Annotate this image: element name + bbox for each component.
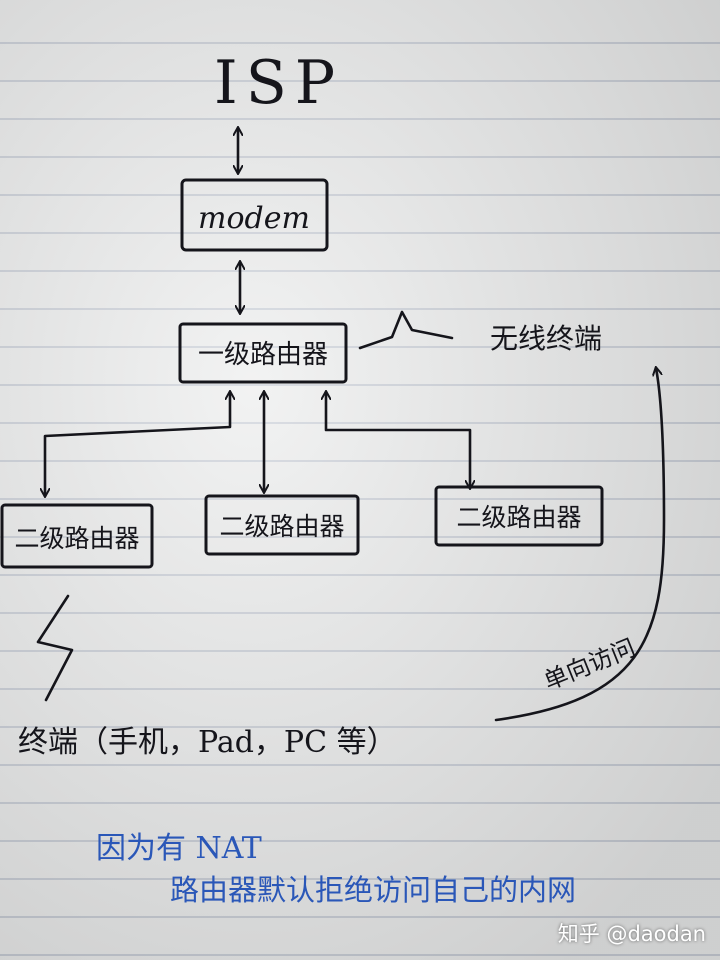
wireless-signal-icon [358, 310, 454, 350]
secondary-router-label-1: 二级路由器 [14, 524, 139, 553]
primary-router-label: 一级路由器 [198, 340, 328, 370]
one-way-access-arrow [494, 368, 666, 722]
primary-router-box [178, 322, 348, 384]
secondary-router-box-1 [0, 503, 154, 569]
modem-box [180, 178, 329, 252]
secondary-router-label-2: 二级路由器 [219, 512, 344, 541]
wireless-signal-icon-terminals [36, 594, 74, 702]
secondary-router-box-3 [434, 485, 604, 547]
terminals-label: 终端（手机，Pad，PC 等） [18, 725, 397, 760]
nat-note-line-1: 因为有 NAT [96, 831, 262, 866]
link-to-secondary-left [45, 392, 230, 496]
secondary-router-box-2 [204, 494, 360, 556]
isp-label: ISP [214, 48, 343, 118]
one-way-access-label: 单向访问 [540, 634, 639, 696]
secondary-router-label-3: 二级路由器 [456, 503, 581, 532]
link-to-secondary-right [326, 392, 470, 488]
wireless-terminal-label: 无线终端 [490, 322, 602, 355]
modem-label: modem [198, 201, 310, 236]
zhihu-watermark: 知乎 @daodan [557, 922, 706, 946]
nat-note-line-2: 路由器默认拒绝访问自己的内网 [170, 873, 576, 907]
